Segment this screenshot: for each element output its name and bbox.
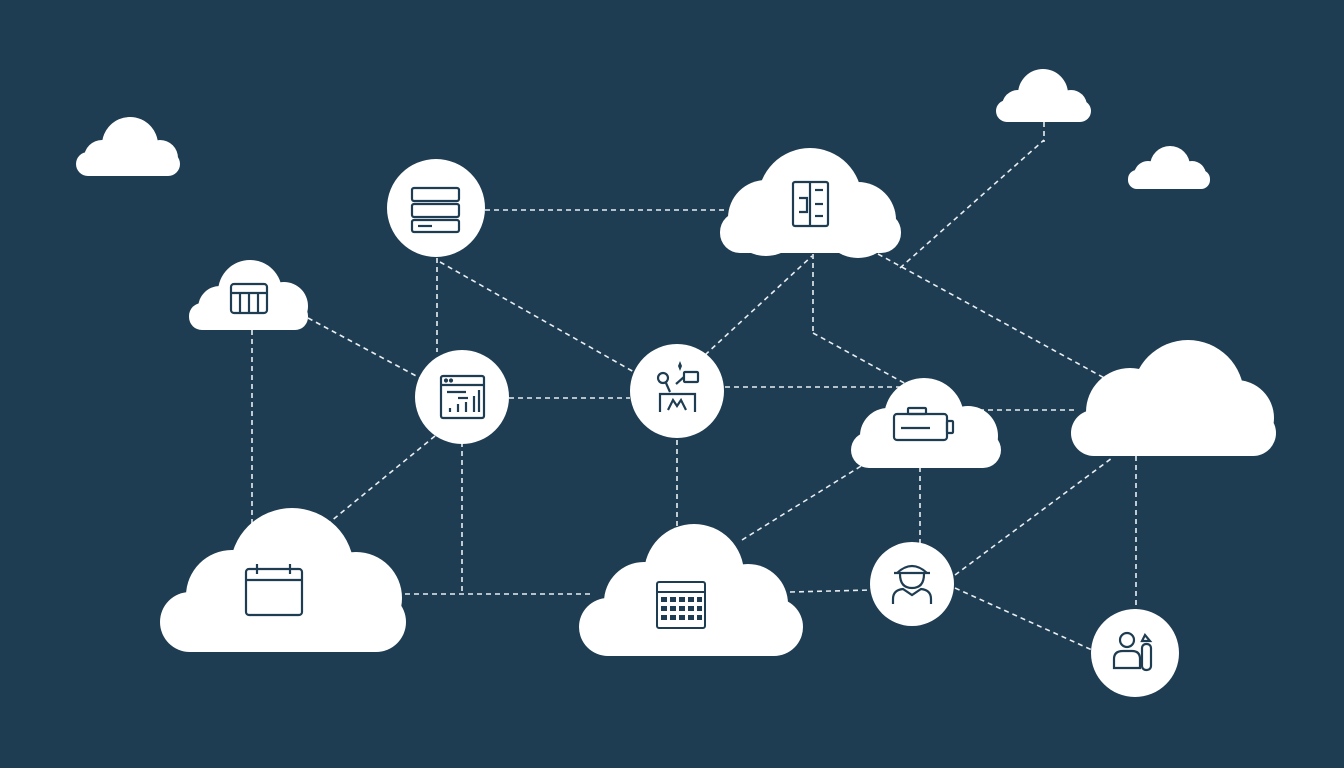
worker-node[interactable]: [870, 542, 954, 626]
calendar-icon: [244, 564, 304, 617]
connector: [329, 435, 436, 523]
connector: [954, 587, 1093, 651]
connector: [439, 261, 635, 373]
dashboard-icon: [439, 374, 486, 420]
connector: [789, 589, 873, 593]
document-cloud[interactable]: [720, 148, 901, 258]
connector: [812, 332, 907, 385]
document-icon: [791, 180, 830, 228]
cloud-top-right-small: [1128, 146, 1210, 189]
connectors: [251, 122, 1137, 651]
connector: [899, 139, 1045, 269]
connector: [954, 457, 1113, 576]
people-node[interactable]: [1091, 609, 1179, 697]
battery-icon: [892, 406, 955, 442]
cloud-top-left: [76, 117, 180, 176]
server-node[interactable]: [387, 159, 485, 257]
robot-node[interactable]: [630, 344, 724, 438]
dashboard-node[interactable]: [415, 350, 509, 444]
connector: [307, 317, 421, 379]
connector: [877, 253, 1109, 381]
calendar-cloud[interactable]: [160, 508, 406, 652]
storage-icon: [229, 282, 269, 315]
keypad-icon: [656, 581, 706, 629]
large-cloud-right[interactable]: [1071, 340, 1276, 456]
connector: [741, 457, 875, 541]
worker-icon: [891, 564, 933, 604]
cloud-top-right-upper: [996, 69, 1091, 122]
people-icon: [1112, 631, 1153, 672]
storage-cloud[interactable]: [189, 260, 308, 330]
server-icon: [410, 186, 461, 234]
robot-icon: [656, 361, 700, 412]
battery-cloud[interactable]: [851, 378, 1001, 468]
connector: [704, 255, 813, 356]
keypad-cloud[interactable]: [579, 524, 803, 656]
